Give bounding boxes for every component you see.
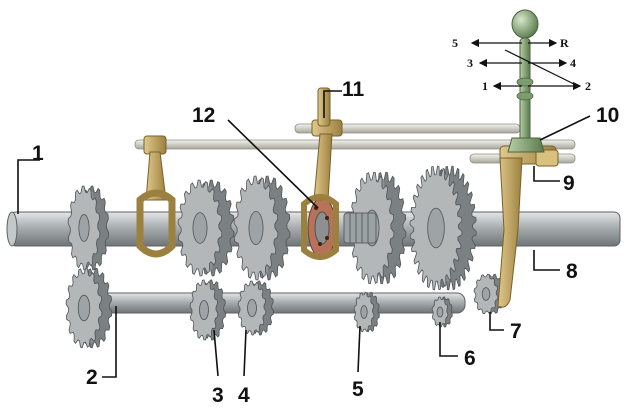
gear-lever[interactable] bbox=[507, 9, 545, 153]
selector-rods bbox=[134, 123, 576, 164]
gear-main-1 bbox=[67, 185, 110, 271]
gear-main-3 bbox=[233, 175, 291, 281]
callout-11: 11 bbox=[342, 78, 365, 101]
callout-4: 4 bbox=[238, 384, 250, 407]
gear-main-5 bbox=[409, 165, 477, 291]
leader-12 bbox=[227, 119, 319, 209]
selector-rod-middle bbox=[134, 139, 576, 150]
shift-label-3: 3 bbox=[467, 56, 473, 70]
leader-lines bbox=[17, 90, 591, 378]
callout-1: 1 bbox=[32, 142, 44, 165]
callout-8: 8 bbox=[566, 260, 578, 283]
callout-2: 2 bbox=[86, 366, 98, 389]
leader-7 bbox=[489, 312, 504, 331]
shift-label-4: 4 bbox=[570, 56, 576, 70]
leader-4 bbox=[243, 329, 247, 377]
callout-12: 12 bbox=[192, 104, 215, 127]
shift-pattern: 5 R 3 4 1 2 bbox=[452, 36, 591, 93]
main-shaft-end bbox=[6, 211, 18, 247]
gears bbox=[65, 165, 505, 349]
leader-3 bbox=[213, 329, 219, 377]
callout-10: 10 bbox=[596, 104, 619, 127]
leader-1 bbox=[17, 159, 40, 214]
gear-lever-knob[interactable] bbox=[511, 9, 539, 39]
callout-9: 9 bbox=[563, 172, 575, 195]
gear-counter-4 bbox=[353, 291, 380, 333]
leader-8 bbox=[533, 250, 560, 271]
gear-main-2 bbox=[177, 179, 235, 277]
gear-lever-base bbox=[507, 137, 545, 153]
callout-7: 7 bbox=[510, 320, 522, 343]
shift-label-1: 1 bbox=[482, 79, 488, 93]
leader-10 bbox=[539, 115, 591, 141]
callout-numbers: 1 2 3 4 5 6 7 8 9 10 11 12 bbox=[32, 78, 619, 407]
shift-label-R: R bbox=[560, 36, 569, 50]
gear-counter-1 bbox=[65, 267, 113, 349]
leader-2 bbox=[102, 306, 117, 378]
gear-counter-3 bbox=[237, 280, 275, 336]
leader-11 bbox=[323, 90, 342, 118]
shift-fork-left bbox=[136, 135, 176, 258]
gear-counter-5 bbox=[431, 296, 453, 328]
synchronizer bbox=[307, 197, 377, 259]
callout-6: 6 bbox=[464, 347, 476, 370]
shift-label-2: 2 bbox=[585, 79, 591, 93]
gear-counter-2 bbox=[189, 279, 227, 341]
callout-3: 3 bbox=[212, 384, 224, 407]
shift-label-5: 5 bbox=[452, 36, 458, 50]
callout-5: 5 bbox=[352, 378, 364, 401]
leader-6 bbox=[439, 322, 458, 357]
leader-9 bbox=[533, 166, 560, 182]
leader-5 bbox=[357, 325, 361, 373]
synchronizer-sleeve bbox=[343, 212, 377, 244]
